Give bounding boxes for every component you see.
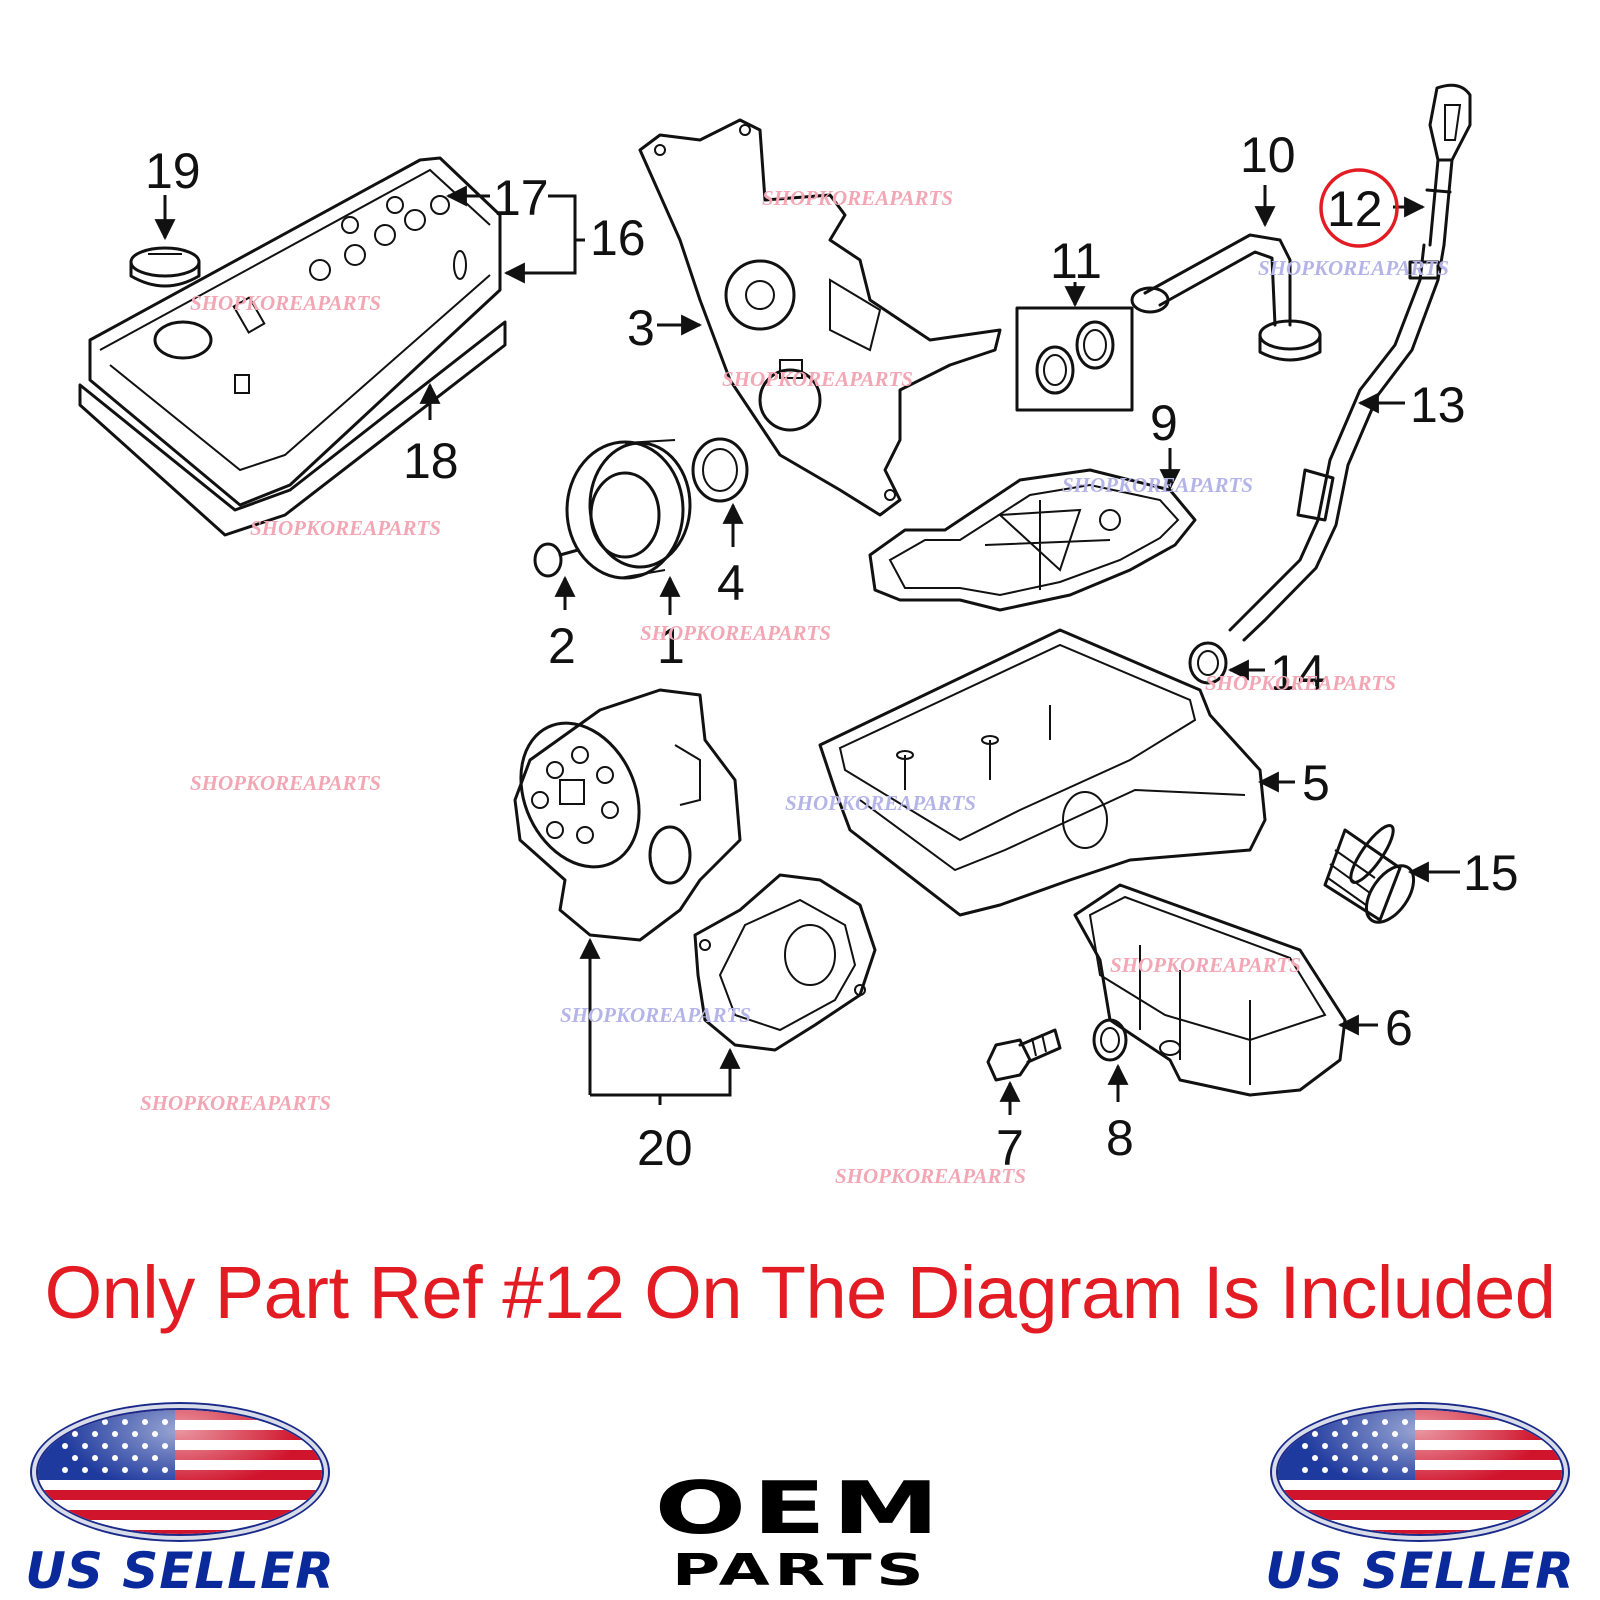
crankshaft-pulley bbox=[565, 439, 692, 580]
drain-plug bbox=[986, 1028, 1062, 1082]
callout-2: 2 bbox=[548, 618, 576, 674]
oil-filter bbox=[1323, 824, 1416, 924]
oil-filler-cap bbox=[129, 246, 201, 288]
oem-parts-logo: OEM PARTS bbox=[600, 1470, 1000, 1596]
oem-logo-line1: OEM bbox=[654, 1466, 946, 1550]
oil-level-dipstick bbox=[1425, 83, 1472, 247]
callout-14: 14 bbox=[1270, 645, 1326, 701]
front-seal bbox=[691, 437, 749, 503]
watermark: SHOPKOREAPARTS bbox=[190, 771, 381, 795]
watermark: SHOPKOREAPARTS bbox=[785, 791, 976, 815]
oil-filter-adapter bbox=[693, 873, 877, 1052]
upper-oil-pan bbox=[818, 628, 1267, 917]
callout-17: 17 bbox=[493, 170, 549, 226]
watermark: SHOPKOREAPARTS bbox=[250, 516, 441, 540]
o-ring-kit bbox=[1015, 306, 1134, 412]
watermark: SHOPKOREAPARTS bbox=[190, 291, 381, 315]
callout-9: 9 bbox=[1150, 395, 1178, 451]
callout-5: 5 bbox=[1302, 755, 1330, 811]
callout-19: 19 bbox=[145, 143, 201, 199]
callout-16: 16 bbox=[590, 210, 646, 266]
watermark: SHOPKOREAPARTS bbox=[835, 1164, 1026, 1188]
watermark: SHOPKOREAPARTS bbox=[762, 186, 953, 210]
watermark: SHOPKOREAPARTS bbox=[1258, 256, 1449, 280]
callout-13: 13 bbox=[1410, 377, 1466, 433]
highlight-circle bbox=[1319, 168, 1399, 248]
watermark: SHOPKOREAPARTS bbox=[1110, 953, 1301, 977]
watermark: SHOPKOREAPARTS bbox=[1062, 473, 1253, 497]
us-seller-badge-left: US SELLER bbox=[10, 1400, 350, 1600]
watermarks: SHOPKOREAPARTS SHOPKOREAPARTS SHOPKOREAP… bbox=[140, 186, 1449, 1188]
dipstick-guide-tube bbox=[1228, 243, 1446, 642]
callout-7: 7 bbox=[996, 1120, 1024, 1176]
callout-10: 10 bbox=[1240, 127, 1296, 183]
callout-3: 3 bbox=[627, 300, 655, 356]
callout-4: 4 bbox=[717, 555, 745, 611]
us-flag-oval-icon bbox=[1270, 1402, 1570, 1542]
oem-logo-line2: PARTS bbox=[671, 1545, 929, 1596]
timing-cover bbox=[638, 118, 1002, 517]
watermark: SHOPKOREAPARTS bbox=[1205, 671, 1396, 695]
oil-baffle-plate bbox=[868, 468, 1197, 612]
us-seller-label: US SELLER bbox=[1265, 1542, 1575, 1600]
us-seller-badge-right: US SELLER bbox=[1250, 1400, 1590, 1600]
leader-lines bbox=[154, 185, 1460, 1115]
exploded-parts-diagram: 19 17 16 18 3 10 11 12 13 9 4 2 1 14 5 1… bbox=[78, 83, 1519, 1188]
oil-pickup-tube bbox=[1130, 233, 1322, 362]
callout-1: 1 bbox=[657, 618, 685, 674]
valve-cover bbox=[78, 156, 507, 537]
callout-labels: 19 17 16 18 3 10 11 12 13 9 4 2 1 14 5 1… bbox=[145, 127, 1519, 1176]
included-part-notice: Only Part Ref #12 On The Diagram Is Incl… bbox=[44, 1251, 1556, 1334]
drain-plug-gasket bbox=[1092, 1018, 1128, 1062]
watermark: SHOPKOREAPARTS bbox=[640, 621, 831, 645]
watermark: SHOPKOREAPARTS bbox=[560, 1003, 751, 1027]
pulley-bolt bbox=[533, 542, 580, 578]
lower-oil-pan bbox=[1073, 883, 1347, 1097]
us-seller-label: US SELLER bbox=[25, 1542, 335, 1600]
dipstick-tube-o-ring bbox=[1188, 641, 1228, 685]
callout-15: 15 bbox=[1463, 845, 1519, 901]
callout-6: 6 bbox=[1385, 1000, 1413, 1056]
callout-20: 20 bbox=[637, 1120, 693, 1176]
watermark: SHOPKOREAPARTS bbox=[140, 1091, 331, 1115]
watermark: SHOPKOREAPARTS bbox=[722, 367, 913, 391]
callout-11: 11 bbox=[1050, 233, 1102, 289]
oil-pump bbox=[513, 688, 742, 942]
callout-12: 12 bbox=[1327, 181, 1383, 237]
callout-8: 8 bbox=[1106, 1110, 1134, 1166]
callout-18: 18 bbox=[403, 433, 459, 489]
us-flag-oval-icon bbox=[30, 1402, 330, 1542]
